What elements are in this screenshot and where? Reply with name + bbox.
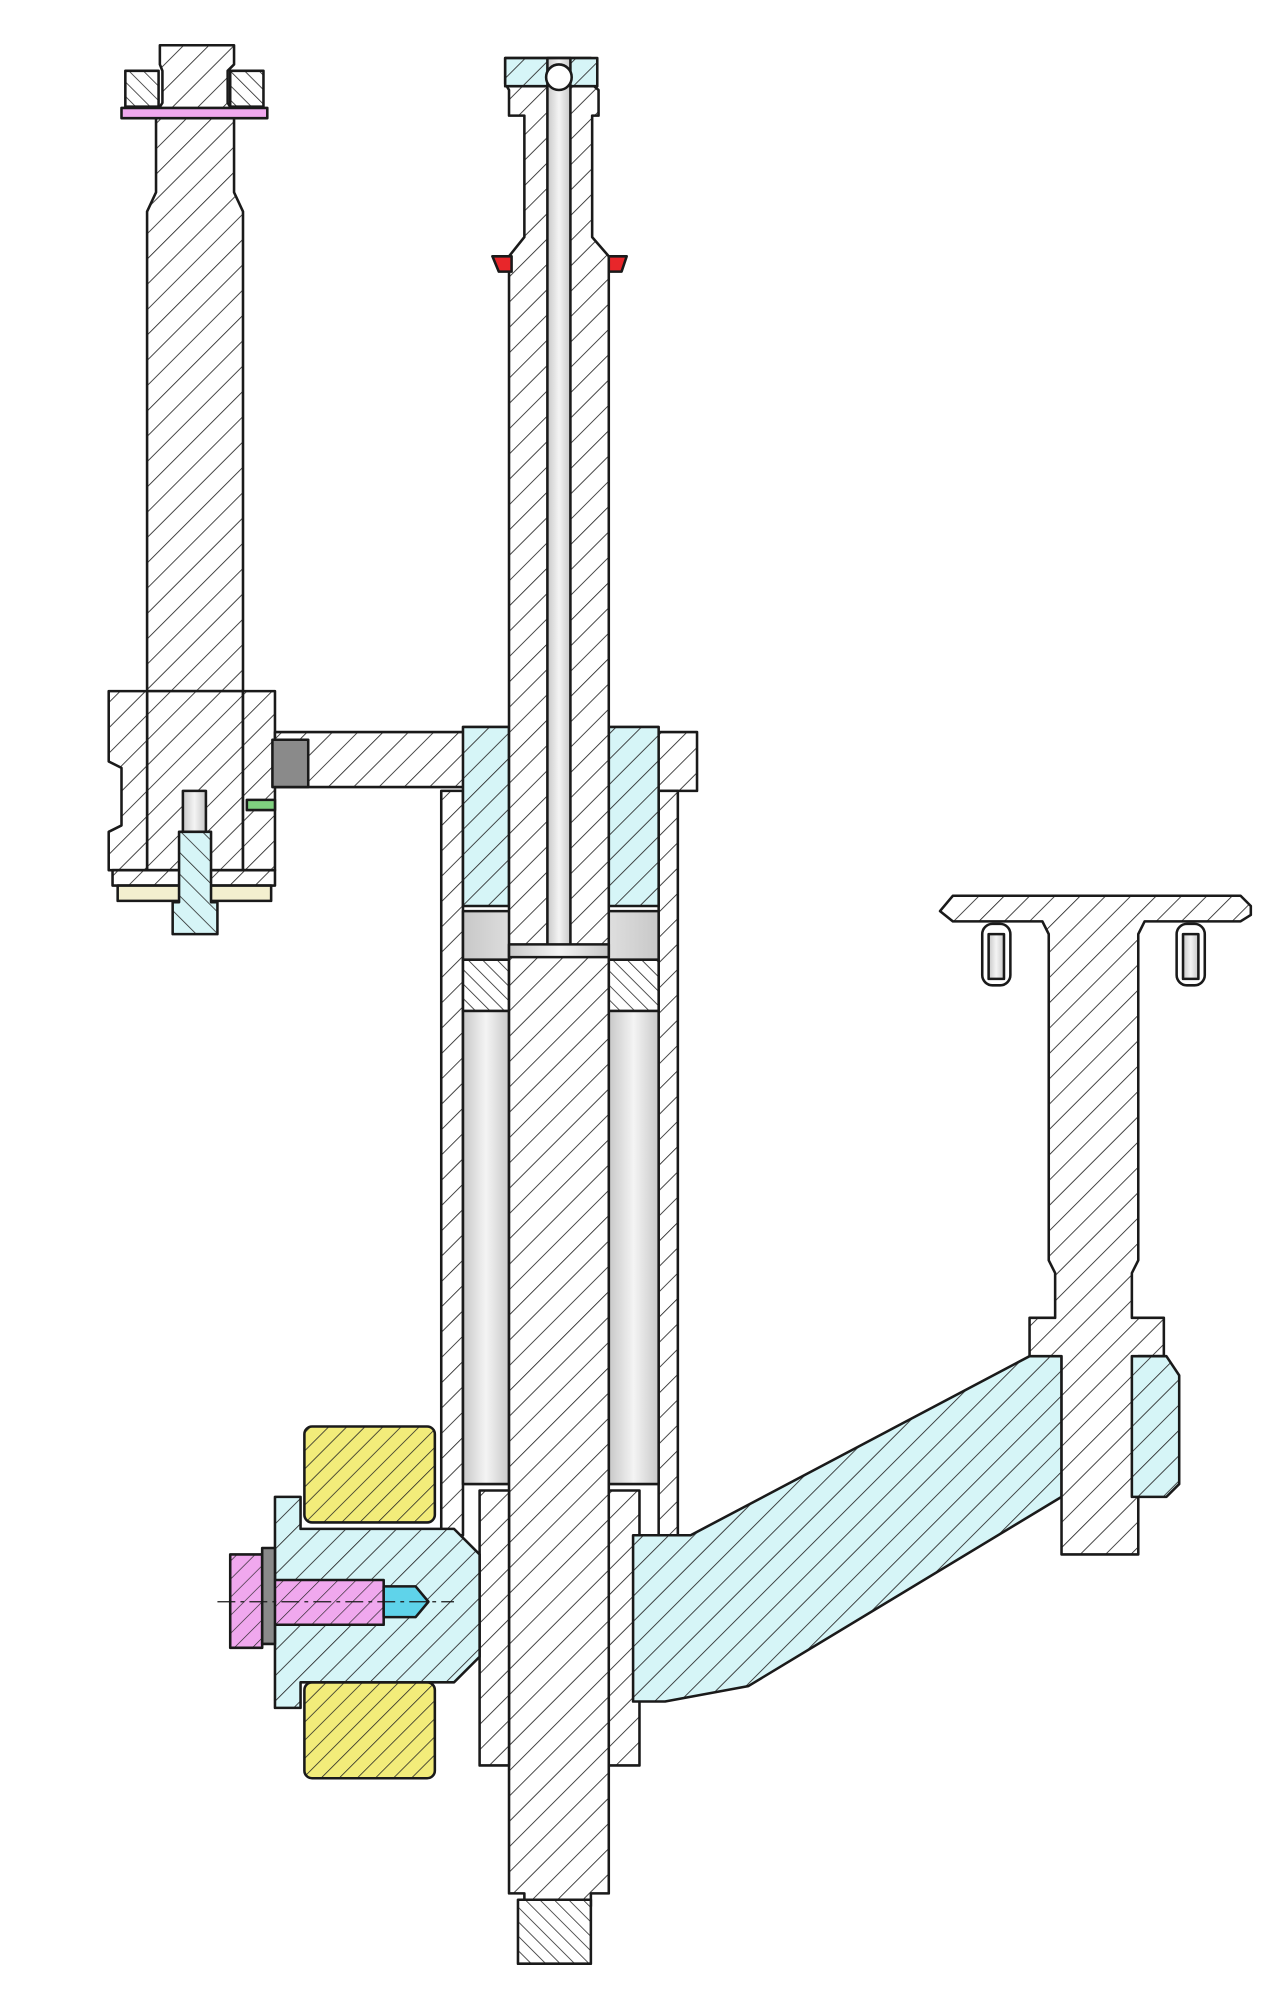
right-bracket-cyan-side	[1130, 1354, 1181, 1499]
left-top-nut-right	[228, 69, 265, 108]
gland-right	[607, 725, 660, 908]
bracket-screw-left	[980, 922, 1012, 987]
red-seal-right	[607, 255, 628, 273]
inner-rod	[546, 56, 572, 955]
cyan-bolt	[171, 830, 219, 936]
bore-right	[607, 1009, 660, 1486]
piston-seal-left	[461, 958, 511, 1013]
red-seal-left	[491, 255, 513, 273]
left-collar	[107, 689, 277, 872]
pink-washer	[120, 106, 269, 120]
cyan-support-arm	[631, 1354, 1063, 1703]
cylinder-wall-right	[657, 789, 680, 1537]
bolt-washer	[260, 1546, 277, 1646]
gland-left	[461, 725, 511, 908]
pin-gray	[181, 789, 208, 837]
left-top-nut-left	[124, 69, 160, 108]
left-guide-shaft	[145, 43, 245, 872]
gray-spacer	[271, 738, 310, 789]
bottom-nut	[516, 1898, 593, 1965]
bore-left	[461, 1009, 511, 1486]
lower-bushing-left	[478, 1489, 511, 1767]
cross-port	[507, 943, 611, 959]
bolt-tip	[382, 1585, 430, 1619]
yellow-roller-bottom	[303, 1681, 437, 1780]
green-oring	[245, 798, 277, 812]
yellow-roller-top	[303, 1425, 437, 1524]
piston-seal-right	[607, 958, 660, 1013]
inner-rod-head	[544, 63, 573, 92]
cylinder-wall-left	[439, 789, 465, 1537]
bracket-screw-right	[1175, 922, 1207, 987]
